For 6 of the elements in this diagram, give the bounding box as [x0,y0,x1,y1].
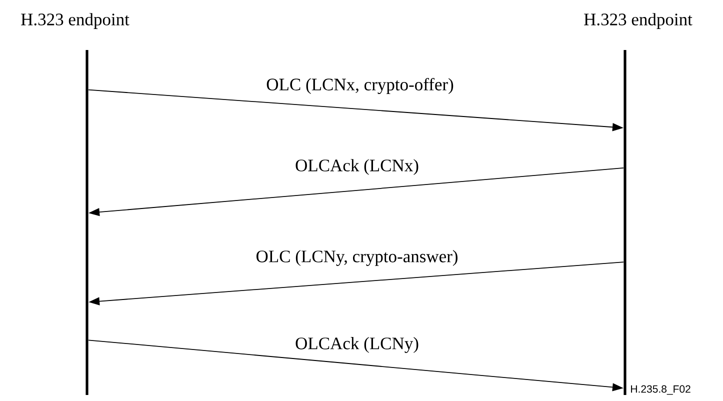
edge-label: OLCAck (LCNy) [294,336,420,354]
edge-label: OLCAck (LCNx) [294,158,420,176]
edge-label: OLC (LCNx, crypto-offer) [265,76,455,96]
edge-label: OLC (LCNy, crypto-answer) [254,249,460,267]
participant-label: H.323 endpoint [21,13,130,29]
participant-label: H.323 endpoint [584,13,692,29]
